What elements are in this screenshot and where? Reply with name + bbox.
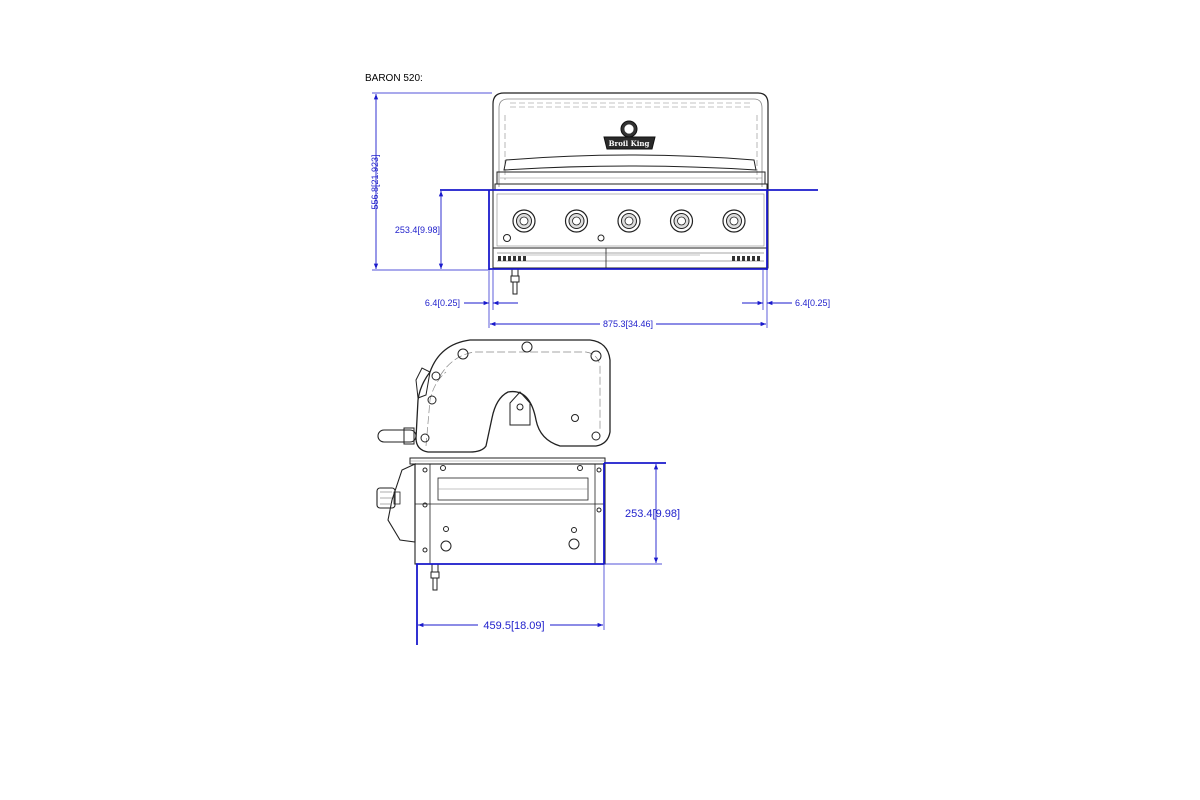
svg-text:253.4[9.98]: 253.4[9.98] xyxy=(395,225,440,235)
side-view: 253.4[9.98] 459.5[18.09] xyxy=(376,339,680,645)
front-lid xyxy=(492,92,769,191)
burner-knob xyxy=(669,209,694,233)
svg-text:556.8[21.923]: 556.8[21.923] xyxy=(370,154,380,209)
svg-text:253.4[9.98]: 253.4[9.98] xyxy=(625,508,680,520)
dim-height-total-value: 556.8 xyxy=(370,187,380,210)
front-cutout-outline xyxy=(440,189,818,270)
dim-width: 875.3[34.46] xyxy=(490,319,766,329)
vent-slot xyxy=(737,256,740,261)
vent-slot xyxy=(508,256,511,261)
svg-text:459.5[18.09]: 459.5[18.09] xyxy=(483,620,544,632)
vent-slot xyxy=(518,256,521,261)
front-vents-left xyxy=(498,256,526,261)
dim-side-height-value: 253.4 xyxy=(625,508,653,520)
vent-slot xyxy=(752,256,755,261)
front-control-panel xyxy=(492,189,769,295)
brand-logo: Broil King xyxy=(603,120,656,150)
vent-slot xyxy=(757,256,760,261)
dim-offset-right-value: 6.4 xyxy=(795,298,808,308)
vent-slot xyxy=(732,256,735,261)
vent-slot xyxy=(742,256,745,261)
dim-depth-value: 459.5 xyxy=(483,620,511,632)
brand-logo-text: Broil King xyxy=(609,139,650,148)
front-view: Broil King xyxy=(370,92,830,329)
dim-width-value: 875.3 xyxy=(603,319,626,329)
vent-slot xyxy=(523,256,526,261)
dim-height-base-value: 253.4 xyxy=(395,225,418,235)
gas-fitting xyxy=(510,267,520,295)
dim-offset-left-value: 6.4 xyxy=(425,298,438,308)
vent-slot xyxy=(498,256,501,261)
vent-slot xyxy=(503,256,506,261)
dim-offset-left-inch: 0.25 xyxy=(440,298,458,308)
side-base xyxy=(376,457,606,591)
burner-knob xyxy=(512,209,536,233)
dim-offset-right: 6.4[0.25] xyxy=(742,270,830,328)
burner-knob xyxy=(722,209,746,233)
burner-knob xyxy=(564,209,589,233)
dim-width-inch: 34.46 xyxy=(628,319,651,329)
dim-height-total: 556.8[21.923] xyxy=(370,92,492,271)
vent-slot xyxy=(513,256,516,261)
dim-depth: 459.5[18.09] xyxy=(418,564,605,632)
light-switch xyxy=(597,234,605,242)
side-cutout-outline xyxy=(416,462,666,645)
svg-text:6.4[0.25]: 6.4[0.25] xyxy=(425,298,460,308)
dim-height-base: 253.4[9.98] xyxy=(395,191,444,269)
dim-side-height: 253.4[9.98] xyxy=(604,464,680,565)
dim-height-total-inch: 21.923 xyxy=(370,157,380,185)
dim-offset-right-inch: 0.25 xyxy=(810,298,828,308)
svg-text:6.4[0.25]: 6.4[0.25] xyxy=(795,298,830,308)
dim-offset-left: 6.4[0.25] xyxy=(425,270,518,328)
svg-text:875.3[34.46]: 875.3[34.46] xyxy=(603,319,653,329)
dim-depth-inch: 18.09 xyxy=(514,620,542,632)
drawing-title: BARON 520: xyxy=(365,73,423,84)
burner-knob xyxy=(617,209,641,233)
dim-side-height-inch: 9.98 xyxy=(656,508,677,520)
front-vents-right xyxy=(732,256,760,261)
igniter-button xyxy=(503,234,511,242)
vent-slot xyxy=(747,256,750,261)
burner-knobs xyxy=(512,209,746,233)
side-lid xyxy=(377,339,611,453)
dim-height-base-inch: 9.98 xyxy=(420,225,438,235)
